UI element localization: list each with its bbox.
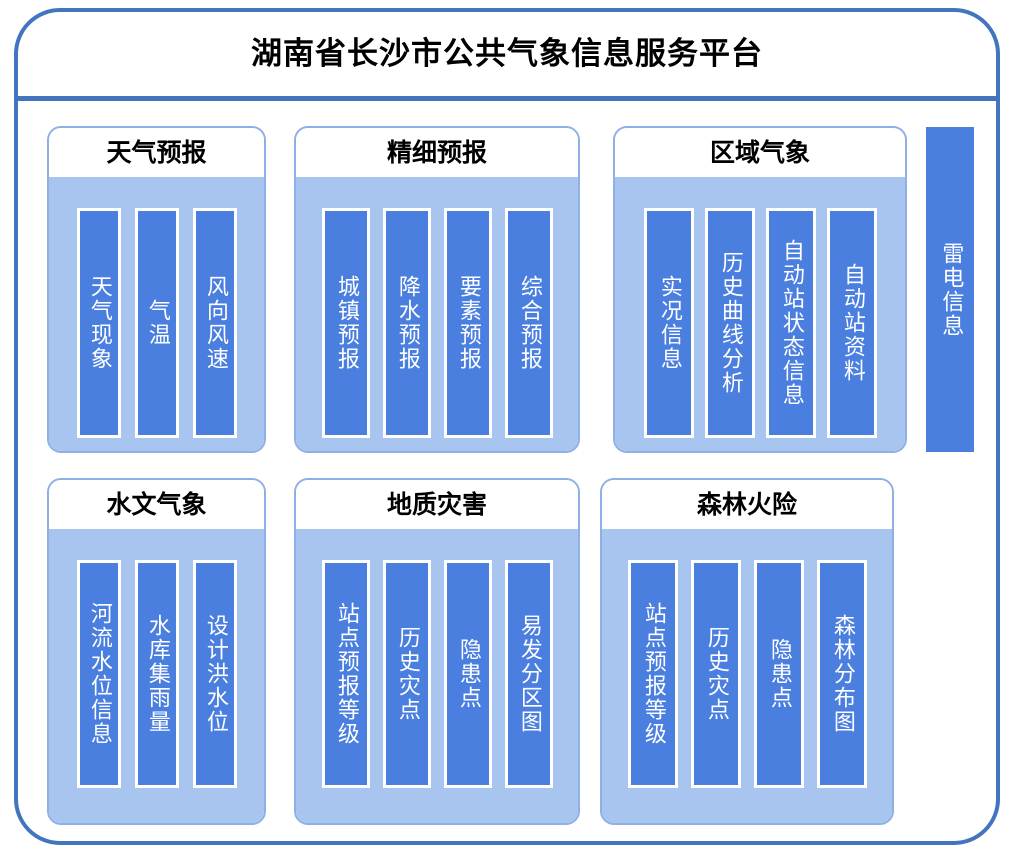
item-label: 综合预报 bbox=[516, 275, 542, 371]
item-label: 设计洪水位 bbox=[202, 614, 228, 734]
panel-header-hydro-meteorology: 水文气象 bbox=[49, 480, 264, 529]
panel-header-fine-forecast: 精细预报 bbox=[296, 128, 578, 177]
item-forest-distribution-map[interactable]: 森林分布图 bbox=[816, 560, 867, 788]
item-label: 隐患点 bbox=[455, 638, 481, 710]
panel-body-regional-meteorology: 实况信息 历史曲线分析 自动站状态信息 自动站资料 bbox=[615, 177, 905, 451]
item-station-forecast-level-forest[interactable]: 站点预报等级 bbox=[627, 560, 678, 788]
item-lightning-information[interactable]: 雷电信息 bbox=[926, 127, 974, 452]
panel-title-regional-meteorology: 区域气象 bbox=[709, 138, 810, 167]
panel-header-geological-hazard: 地质灾害 bbox=[296, 480, 578, 529]
panel-header-regional-meteorology: 区域气象 bbox=[615, 128, 905, 177]
panel-title-hydro-meteorology: 水文气象 bbox=[106, 490, 207, 519]
panel-hydro-meteorology[interactable]: 水文气象 河流水位信息 水库集雨量 设计洪水位 bbox=[47, 478, 266, 825]
item-comprehensive-forecast[interactable]: 综合预报 bbox=[504, 208, 553, 438]
item-label: 隐患点 bbox=[766, 638, 792, 710]
panel-regional-meteorology[interactable]: 区域气象 实况信息 历史曲线分析 自动站状态信息 自动站资料 bbox=[613, 126, 907, 453]
item-label: 森林分布图 bbox=[829, 614, 855, 734]
title-divider bbox=[17, 96, 997, 101]
item-label: 降水预报 bbox=[394, 275, 420, 371]
item-temperature[interactable]: 气温 bbox=[134, 208, 179, 438]
item-historical-disaster-points-forest[interactable]: 历史灾点 bbox=[690, 560, 741, 788]
item-design-flood-level[interactable]: 设计洪水位 bbox=[192, 560, 237, 788]
item-precipitation-forecast[interactable]: 降水预报 bbox=[382, 208, 431, 438]
item-live-information[interactable]: 实况信息 bbox=[643, 208, 694, 438]
item-label: 站点预报等级 bbox=[333, 602, 359, 746]
item-label: 天气现象 bbox=[86, 275, 112, 371]
item-label: 气温 bbox=[144, 299, 170, 347]
item-label: 易发分区图 bbox=[516, 614, 542, 734]
item-historical-disaster-points-geo[interactable]: 历史灾点 bbox=[382, 560, 431, 788]
panel-header-weather-forecast: 天气预报 bbox=[49, 128, 264, 177]
item-auto-station-status[interactable]: 自动站状态信息 bbox=[765, 208, 816, 438]
item-label: 要素预报 bbox=[455, 275, 481, 371]
item-label: 雷电信息 bbox=[938, 241, 964, 338]
panel-body-forest-fire-risk: 站点预报等级 历史灾点 隐患点 森林分布图 bbox=[602, 529, 892, 823]
item-label: 历史曲线分析 bbox=[717, 251, 743, 395]
panel-title-weather-forecast: 天气预报 bbox=[106, 138, 207, 167]
panel-body-weather-forecast: 天气现象 气温 风向风速 bbox=[49, 177, 264, 451]
item-station-forecast-level-geo[interactable]: 站点预报等级 bbox=[321, 560, 370, 788]
item-prone-zoning-map[interactable]: 易发分区图 bbox=[504, 560, 553, 788]
panel-title-fine-forecast: 精细预报 bbox=[386, 138, 487, 167]
item-hidden-danger-points-forest[interactable]: 隐患点 bbox=[753, 560, 804, 788]
item-auto-station-data[interactable]: 自动站资料 bbox=[826, 208, 877, 438]
panel-forest-fire-risk[interactable]: 森林火险 站点预报等级 历史灾点 隐患点 森林分布图 bbox=[600, 478, 894, 825]
item-weather-phenomenon[interactable]: 天气现象 bbox=[76, 208, 121, 438]
item-label: 历史灾点 bbox=[703, 626, 729, 722]
item-label: 站点预报等级 bbox=[640, 602, 666, 746]
panel-body-fine-forecast: 城镇预报 降水预报 要素预报 综合预报 bbox=[296, 177, 578, 451]
item-label: 风向风速 bbox=[202, 275, 228, 371]
panel-title-geological-hazard: 地质灾害 bbox=[386, 490, 487, 519]
panel-fine-forecast[interactable]: 精细预报 城镇预报 降水预报 要素预报 综合预报 bbox=[294, 126, 580, 453]
panel-header-forest-fire-risk: 森林火险 bbox=[602, 480, 892, 529]
panel-body-geological-hazard: 站点预报等级 历史灾点 隐患点 易发分区图 bbox=[296, 529, 578, 823]
panel-geological-hazard[interactable]: 地质灾害 站点预报等级 历史灾点 隐患点 易发分区图 bbox=[294, 478, 580, 825]
item-label: 水库集雨量 bbox=[144, 614, 170, 734]
item-reservoir-rainfall[interactable]: 水库集雨量 bbox=[134, 560, 179, 788]
item-element-forecast[interactable]: 要素预报 bbox=[443, 208, 492, 438]
panel-body-hydro-meteorology: 河流水位信息 水库集雨量 设计洪水位 bbox=[49, 529, 264, 823]
panel-title-forest-fire-risk: 森林火险 bbox=[696, 490, 797, 519]
item-town-forecast[interactable]: 城镇预报 bbox=[321, 208, 370, 438]
item-label: 自动站状态信息 bbox=[778, 239, 804, 407]
platform-title-bar: 湖南省长沙市公共气象信息服务平台 bbox=[14, 8, 1000, 100]
item-river-water-level[interactable]: 河流水位信息 bbox=[76, 560, 121, 788]
item-label: 历史灾点 bbox=[394, 626, 420, 722]
item-label: 实况信息 bbox=[656, 275, 682, 371]
item-wind-direction-speed[interactable]: 风向风速 bbox=[192, 208, 237, 438]
item-label: 自动站资料 bbox=[839, 263, 865, 383]
item-label: 河流水位信息 bbox=[86, 602, 112, 746]
page-title: 湖南省长沙市公共气象信息服务平台 bbox=[251, 35, 763, 72]
item-label: 城镇预报 bbox=[333, 275, 359, 371]
item-hidden-danger-points-geo[interactable]: 隐患点 bbox=[443, 560, 492, 788]
panel-weather-forecast[interactable]: 天气预报 天气现象 气温 风向风速 bbox=[47, 126, 266, 453]
item-historical-curve-analysis[interactable]: 历史曲线分析 bbox=[704, 208, 755, 438]
